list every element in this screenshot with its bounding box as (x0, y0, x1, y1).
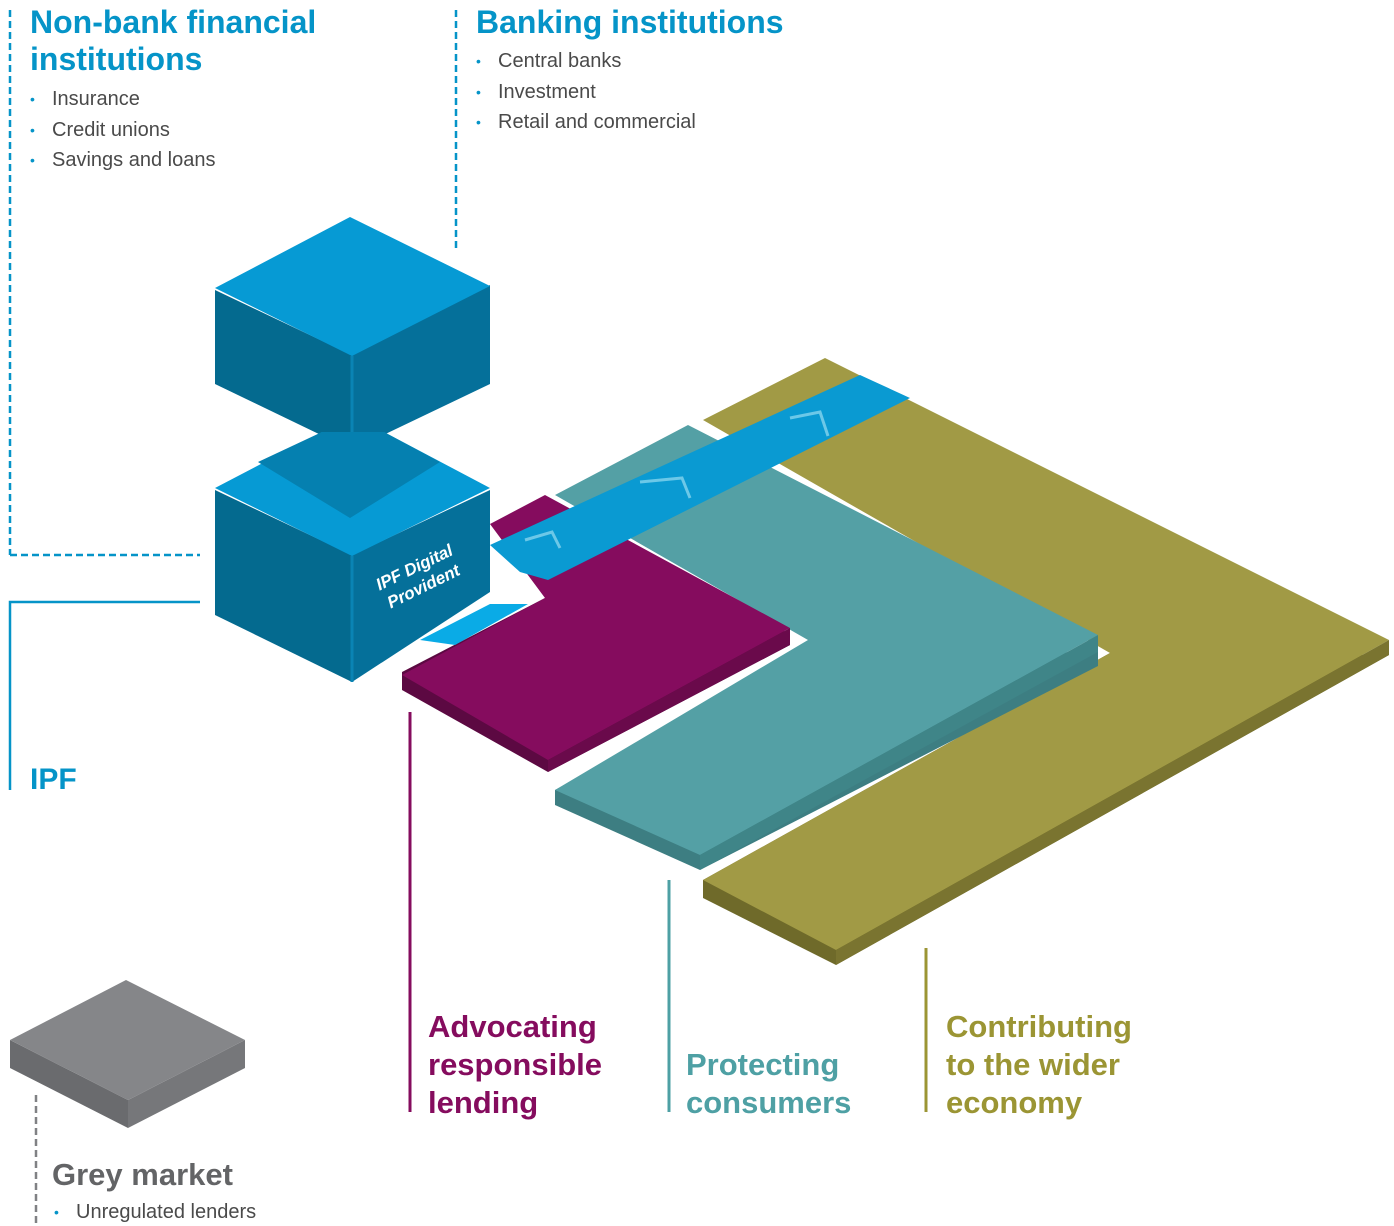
consumers-line1: Protecting (686, 1047, 840, 1082)
lending-line1: Advocating (428, 1009, 597, 1044)
ipf-cube (215, 432, 528, 682)
grey-market-cube (10, 980, 245, 1128)
grey-market-item: Unregulated lenders (52, 1198, 256, 1226)
consumers-line2: consumers (686, 1085, 852, 1120)
consumers-label: Protecting consumers (686, 1046, 851, 1122)
nonbank-list: Insurance Credit unions Savings and loan… (28, 84, 215, 176)
consumers-platform (555, 425, 1098, 870)
nonbank-item: Savings and loans (28, 145, 215, 176)
nonbank-item: Credit unions (28, 115, 215, 146)
nonbank-item: Insurance (28, 84, 215, 115)
economy-platform (703, 358, 1389, 965)
economy-line2: to the wider (946, 1047, 1120, 1082)
grey-market-list: Unregulated lenders (52, 1198, 256, 1226)
economy-line1: Contributing (946, 1009, 1132, 1044)
banking-item: Central banks (474, 46, 696, 77)
banking-title: Banking institutions (476, 4, 784, 40)
blue-channel (490, 375, 910, 580)
ipf-title: IPF (30, 763, 77, 796)
nonbank-title: Non-bank financial institutions (30, 4, 317, 77)
banking-item: Retail and commercial (474, 107, 696, 138)
lending-line3: lending (428, 1085, 539, 1120)
grey-market-title: Grey market (52, 1157, 233, 1192)
lending-platform (402, 495, 790, 772)
nonbank-cube (215, 217, 490, 450)
economy-label: Contributing to the wider economy (946, 1008, 1132, 1122)
ipf-bracket-line (8, 600, 200, 790)
banking-item: Investment (474, 77, 696, 108)
lending-line2: responsible (428, 1047, 602, 1082)
lending-label: Advocating responsible lending (428, 1008, 602, 1122)
banking-list: Central banks Investment Retail and comm… (474, 46, 696, 138)
economy-line3: economy (946, 1085, 1083, 1120)
